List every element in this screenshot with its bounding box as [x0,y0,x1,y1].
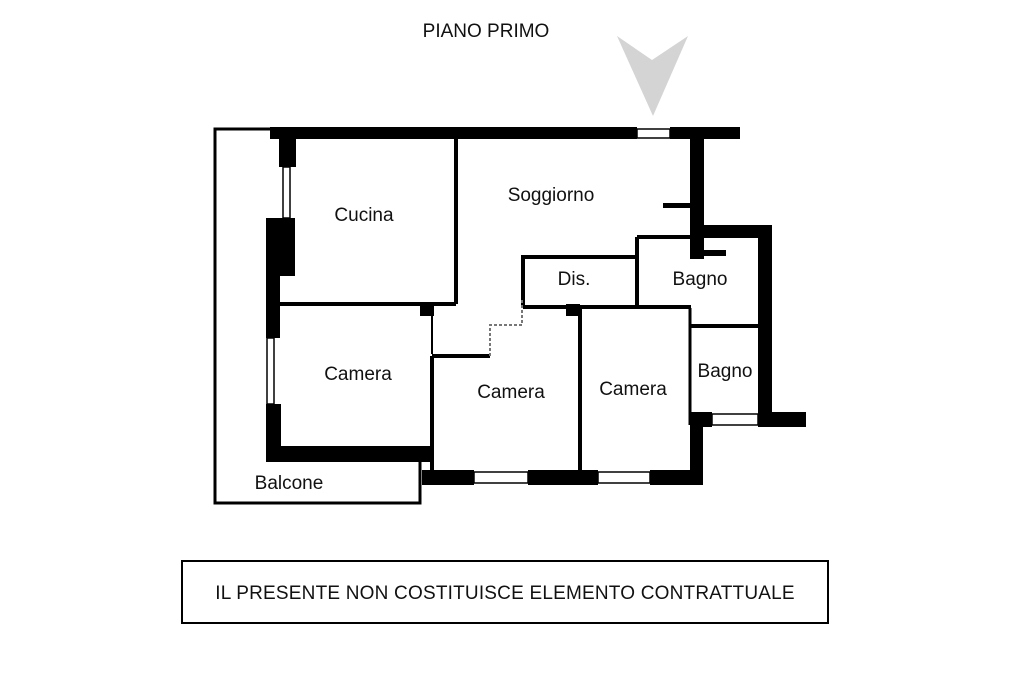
window-bagno-2 [711,413,759,426]
wall-bottom-3 [650,470,703,485]
wall-bagno-bottom-left [690,412,712,427]
room-label-dis: Dis. [558,269,591,290]
wall-bottom-1 [422,470,474,485]
room-label-bagno-2: Bagno [698,361,753,382]
window-soggiorno [636,128,671,139]
north-arrow-icon [617,36,688,116]
wall-right-upper [690,127,704,259]
walls [266,127,806,485]
room-label-soggiorno: Soggiorno [508,185,595,206]
wall-top [270,127,637,139]
window-camera-1 [266,337,275,405]
wall-bottom-2 [528,470,598,485]
disclaimer-box [181,560,829,624]
wall-camera-bottom [266,446,432,462]
wall-bagno-top [690,225,772,238]
room-label-bagno-1: Bagno [673,269,728,290]
wall-top-right [670,127,740,139]
room-label-balcone: Balcone [255,473,324,494]
interior-walls [213,127,758,505]
wall-right-lower [690,425,703,485]
wall-left-lower [266,276,280,338]
wall-left-mid [266,218,295,276]
room-label-cucina: Cucina [334,205,394,226]
wall-left-upper [279,139,296,167]
wall-left-bottom [266,404,281,458]
wall-bagno-right [758,225,772,425]
wall-stub-soggiorno [663,203,691,208]
window-camera-3 [597,471,651,484]
window-cucina [282,166,291,219]
windows [266,128,759,484]
wall-stub-bagno [704,250,726,256]
room-label-camera-3: Camera [599,379,667,400]
stair-step [489,300,523,356]
room-label-camera-2: Camera [477,382,545,403]
wall-post-1 [420,304,434,316]
window-camera-2 [473,471,529,484]
floor-title: PIANO PRIMO [423,21,550,42]
disclaimer-text: IL PRESENTE NON COSTITUISCE ELEMENTO CON… [215,583,795,604]
room-label-camera-1: Camera [324,364,392,385]
balcone-outline [213,127,422,505]
wall-bagno-bottom-right [758,412,806,427]
